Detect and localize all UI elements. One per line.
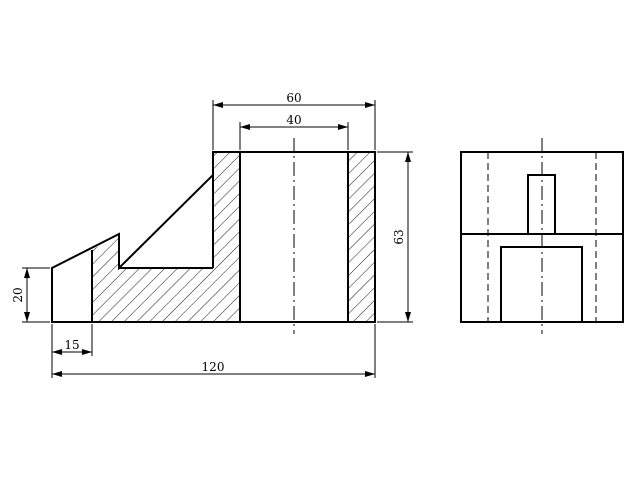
dimension-text-40: 40 [286, 113, 301, 127]
arrowhead [24, 312, 30, 322]
front-section-view [51, 138, 376, 334]
dimension-text-60: 60 [286, 91, 301, 105]
arrowhead [52, 371, 62, 377]
right-wall-hatch [348, 152, 375, 322]
dimension-text-15: 15 [64, 338, 79, 352]
arrowhead [213, 102, 223, 108]
dimension-text-63: 63 [392, 229, 406, 244]
arrowhead [24, 268, 30, 278]
arrowhead [52, 349, 62, 355]
arrowhead [240, 124, 250, 130]
dimensions: 60 40 63 20 15 120 [11, 91, 413, 378]
side-view [460, 138, 624, 334]
left-section-hatch [92, 152, 240, 322]
dimension-text-20: 20 [11, 287, 25, 302]
arrowhead [82, 349, 92, 355]
arrowhead [365, 102, 375, 108]
dimension-text-120: 120 [202, 360, 225, 374]
arrowhead [405, 152, 411, 162]
arrowhead [405, 312, 411, 322]
arrowhead [365, 371, 375, 377]
arrowhead [338, 124, 348, 130]
